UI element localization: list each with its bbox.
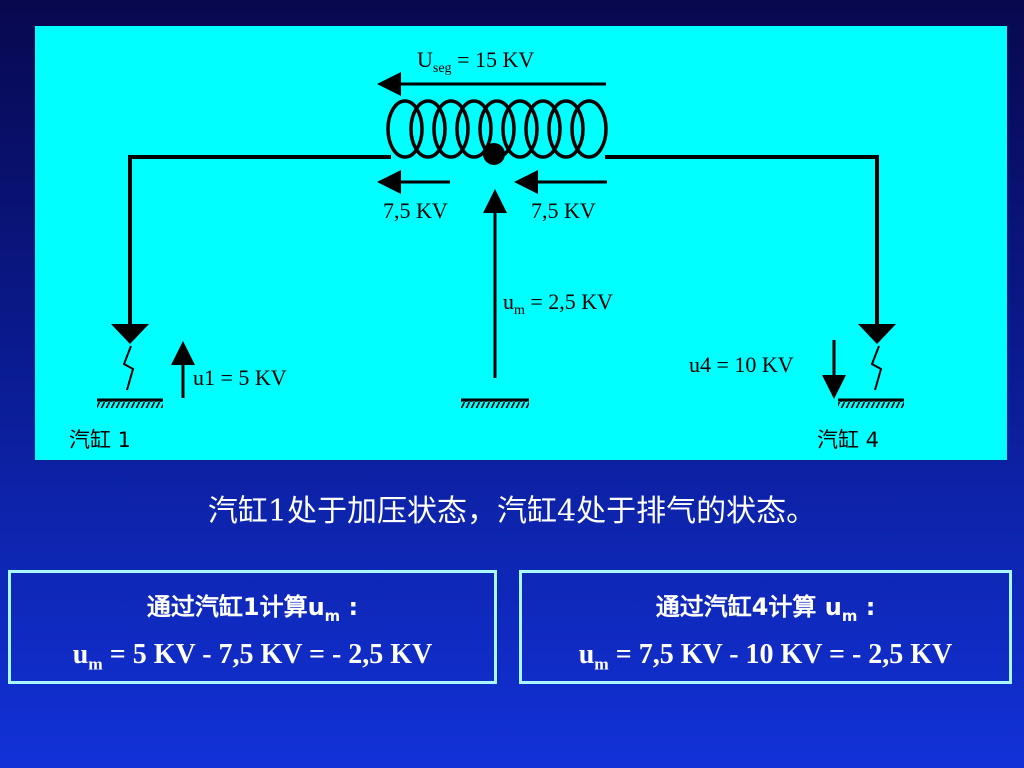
calc-box-cylinder1: 通过汽缸1计算um : um = 5 KV - 7,5 KV = - 2,5 K… [8, 570, 497, 684]
calc-box-cylinder4-formula: um = 7,5 KV - 10 KV = - 2,5 KV [578, 639, 953, 674]
cylinder1-label: 汽缸 1 [69, 428, 131, 452]
left-half-voltage-label: 7,5 KV [383, 198, 448, 223]
u1-label: u1 = 5 KV [193, 365, 287, 390]
center-ground-symbol [461, 398, 529, 408]
right-spark-plug-electrode [858, 324, 896, 344]
um-label: um = 2,5 KV [503, 289, 613, 318]
calc-box-cylinder4-title: 通过汽缸4计算 um : [655, 593, 876, 625]
useg-label: Useg = 15 KV [417, 47, 534, 76]
circuit-diagram-panel: Useg = 15 KV 7,5 KV 7,5 KV um = 2,5 KV [35, 26, 1007, 460]
calc-box-cylinder1-formula: um = 5 KV - 7,5 KV = - 2,5 KV [72, 639, 433, 674]
circuit-diagram: Useg = 15 KV 7,5 KV 7,5 KV um = 2,5 KV [69, 47, 904, 452]
u4-label: u4 = 10 KV [689, 352, 794, 377]
right-ground-symbol [838, 398, 904, 408]
caption-text: 汽缸1处于加压状态，汽缸4处于排气的状态。 [207, 494, 817, 529]
right-spark-icon [870, 345, 883, 391]
center-tap-node [483, 143, 505, 165]
calc-box-cylinder1-title: 通过汽缸1计算um : [146, 593, 359, 625]
ignition-coil-winding [386, 99, 608, 159]
calc-box-cylinder4: 通过汽缸4计算 um : um = 7,5 KV - 10 KV = - 2,5… [519, 570, 1012, 684]
cylinder4-label: 汽缸 4 [817, 428, 879, 452]
left-spark-plug-electrode [111, 324, 149, 344]
right-half-voltage-label: 7,5 KV [531, 198, 596, 223]
left-ground-symbol [97, 398, 163, 408]
left-spark-icon [122, 345, 135, 391]
